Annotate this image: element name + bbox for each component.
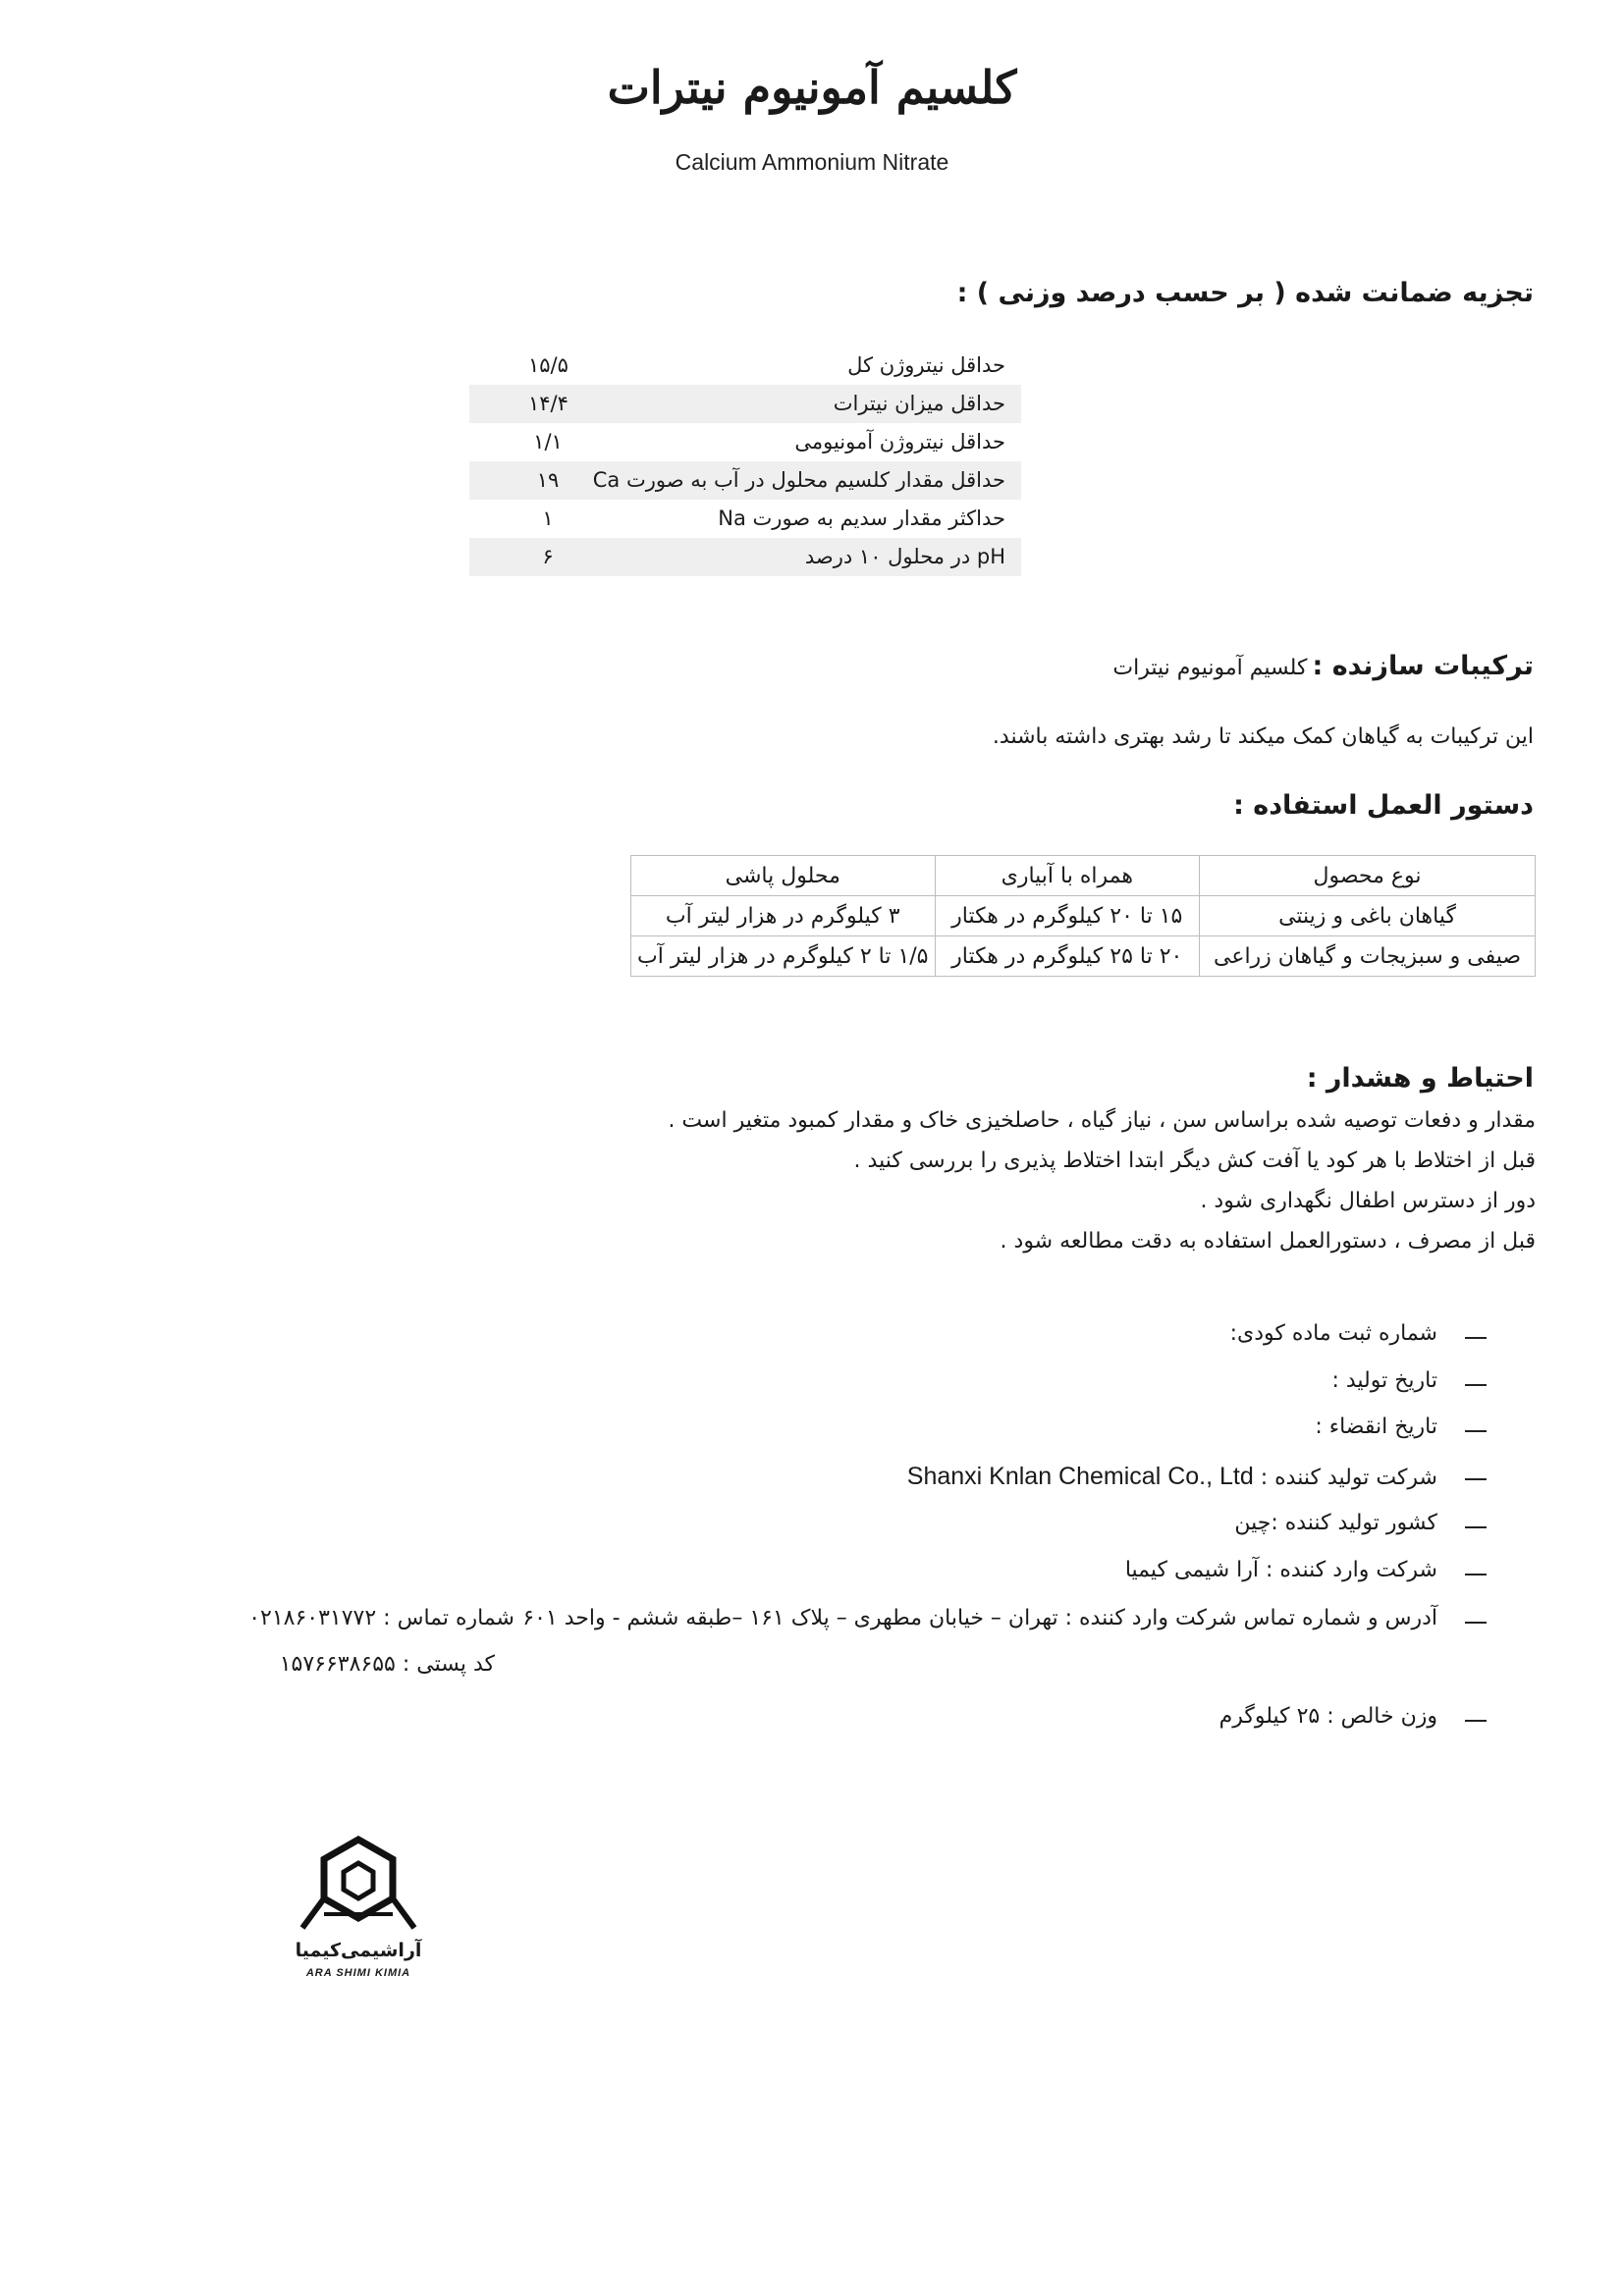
usage-row: صیفی و سبزیجات و گیاهان زراعی ۲۰ تا ۲۵ ک… [630, 935, 1536, 977]
analysis-label: حداقل مقدار کلسیم محلول در آب به صورت Ca [592, 468, 1005, 492]
usage-row: گیاهان باغی و زینتی ۱۵ تا ۲۰ کیلوگرم در … [630, 895, 1536, 936]
analysis-value: ۱ [542, 507, 554, 530]
warning-line: قبل از اختلاط با هر کود یا آفت کش دیگر ا… [853, 1148, 1536, 1173]
analysis-value: ۶ [542, 545, 554, 568]
analysis-row: حداقل نیتروژن آمونیومی ۱/۱ [469, 423, 1021, 461]
company-logo-icon [299, 1835, 417, 1930]
analysis-value: ۱/۱ [533, 430, 563, 454]
usage-cell: ۱/۵ تا ۲ کیلوگرم در هزار لیتر آب [630, 935, 936, 977]
page-title: کلسیم آمونیوم نیترات [607, 61, 1017, 114]
logo-text-fa: آراشیمی‌کیمیا [295, 1940, 422, 1961]
warnings-heading: احتیاط و هشدار : [1306, 1063, 1534, 1094]
warning-line: قبل از مصرف ، دستورالعمل استفاده به دقت … [1000, 1229, 1536, 1254]
usage-heading: دستور العمل استفاده : [1233, 790, 1534, 821]
manufacturer: شرکت تولید کننده : Shanxi Knlan Chemical… [907, 1463, 1437, 1491]
analysis-value: ۱۵/۵ [528, 353, 568, 377]
analysis-row: حداکثر مقدار سدیم به صورت Na ۱ [469, 500, 1021, 538]
usage-cell: ۳ کیلوگرم در هزار لیتر آب [630, 895, 936, 936]
usage-header-row: نوع محصول همراه با آبیاری محلول پاشی [630, 855, 1536, 896]
warning-line: دور از دسترس اطفال نگهداری شود . [1200, 1189, 1536, 1213]
importer-postal-code: کد پستی : ۱۵۷۶۶۳۸۶۵۵ [279, 1652, 495, 1677]
usage-cell: صیفی و سبزیجات و گیاهان زراعی [1199, 935, 1536, 977]
importer-address: آدرس و شماره تماس شرکت وارد کننده : تهرا… [522, 1606, 1437, 1630]
analysis-label: حداقل میزان نیترات [833, 392, 1005, 415]
manufacturer-name: Shanxi Knlan Chemical Co., Ltd [906, 1463, 1254, 1490]
analysis-table: حداقل نیتروژن کل ۱۵/۵ حداقل میزان نیترات… [469, 347, 1021, 576]
importer: شرکت وارد کننده : آرا شیمی کیمیا [1124, 1558, 1437, 1582]
country-of-origin: کشور تولید کننده :چین [1234, 1511, 1437, 1535]
usage-header-cell: نوع محصول [1199, 855, 1536, 896]
bullet-dash-icon [1465, 1337, 1487, 1339]
bullet-dash-icon [1465, 1574, 1487, 1575]
bullet-dash-icon [1465, 1430, 1487, 1432]
usage-cell: ۱۵ تا ۲۰ کیلوگرم در هکتار [934, 895, 1201, 936]
bullet-dash-icon [1465, 1720, 1487, 1722]
bullet-dash-icon [1465, 1384, 1487, 1386]
composition-value: کلسیم آمونیوم نیترات [1112, 656, 1308, 680]
net-weight: وزن خالص : ۲۵ کیلوگرم [1218, 1704, 1437, 1729]
manufacturer-label: شرکت تولید کننده : [1260, 1466, 1437, 1490]
composition-description: این ترکیبات به گیاهان کمک میکند تا رشد ب… [992, 724, 1534, 749]
registration-number: شماره ثبت ماده کودی: [1229, 1321, 1437, 1346]
analysis-row: pH در محلول ۱۰ درصد ۶ [469, 538, 1021, 576]
bullet-dash-icon [1465, 1478, 1487, 1480]
analysis-label: حداقل نیتروژن کل [847, 353, 1005, 377]
expiry-date: تاریخ انقضاء : [1315, 1415, 1437, 1439]
usage-table: نوع محصول همراه با آبیاری محلول پاشی گیا… [630, 855, 1536, 977]
composition-line: ترکیبات سازنده : کلسیم آمونیوم نیترات [1112, 651, 1534, 681]
warning-line: مقدار و دفعات توصیه شده براساس سن ، نیاز… [668, 1108, 1536, 1133]
analysis-row: حداقل نیتروژن کل ۱۵/۵ [469, 347, 1021, 385]
analysis-label: حداقل نیتروژن آمونیومی [794, 430, 1005, 454]
analysis-value: ۱۹ [536, 468, 560, 492]
usage-cell: ۲۰ تا ۲۵ کیلوگرم در هکتار [934, 935, 1201, 977]
analysis-label: حداکثر مقدار سدیم به صورت Na [718, 507, 1005, 530]
analysis-row: حداقل مقدار کلسیم محلول در آب به صورت Ca… [469, 461, 1021, 500]
bullet-dash-icon [1465, 1622, 1487, 1624]
usage-header-cell: همراه با آبیاری [934, 855, 1201, 896]
importer-phone: شماره تماس : ۰۲۱۸۶۰۳۱۷۷۲ [248, 1606, 514, 1630]
analysis-value: ۱۴/۴ [528, 392, 568, 415]
logo-text-en: ARA SHIMI KIMIA [305, 1967, 411, 1979]
production-date: تاریخ تولید : [1331, 1368, 1437, 1393]
usage-cell: گیاهان باغی و زینتی [1199, 895, 1536, 936]
page-subtitle: Calcium Ammonium Nitrate [675, 149, 949, 175]
analysis-row: حداقل میزان نیترات ۱۴/۴ [469, 385, 1021, 423]
usage-header-cell: محلول پاشی [630, 855, 936, 896]
analysis-heading: تجزیه ضمانت شده ( بر حسب درصد وزنی ) : [956, 278, 1534, 308]
analysis-label: pH در محلول ۱۰ درصد [804, 545, 1005, 568]
bullet-dash-icon [1465, 1526, 1487, 1528]
composition-label: ترکیبات سازنده : [1312, 651, 1534, 681]
